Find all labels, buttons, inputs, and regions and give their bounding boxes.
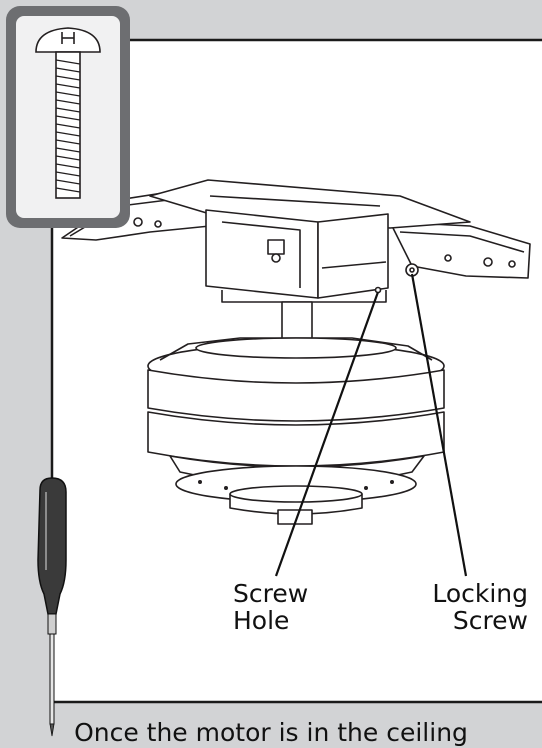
locking-screw-leader-line — [410, 273, 468, 577]
screw-hole-label-line-1: Screw — [233, 579, 309, 608]
screw-hole-label: Screw Hole — [233, 580, 308, 634]
locking-screw-label-line-1: Locking — [432, 579, 528, 608]
instruction-caption: Once the motor is in the ceiling — [74, 718, 468, 747]
screw-hole-leader-line — [274, 291, 380, 577]
ceiling-fan-motor-icon — [61, 179, 531, 525]
locking-screw-label-line-2: Screw — [452, 606, 528, 635]
screw-icon — [35, 27, 101, 199]
screwdriver-icon — [37, 477, 67, 737]
locking-screw-label: Locking Screw — [432, 580, 528, 634]
screw-hole-label-line-2: Hole — [233, 606, 290, 635]
